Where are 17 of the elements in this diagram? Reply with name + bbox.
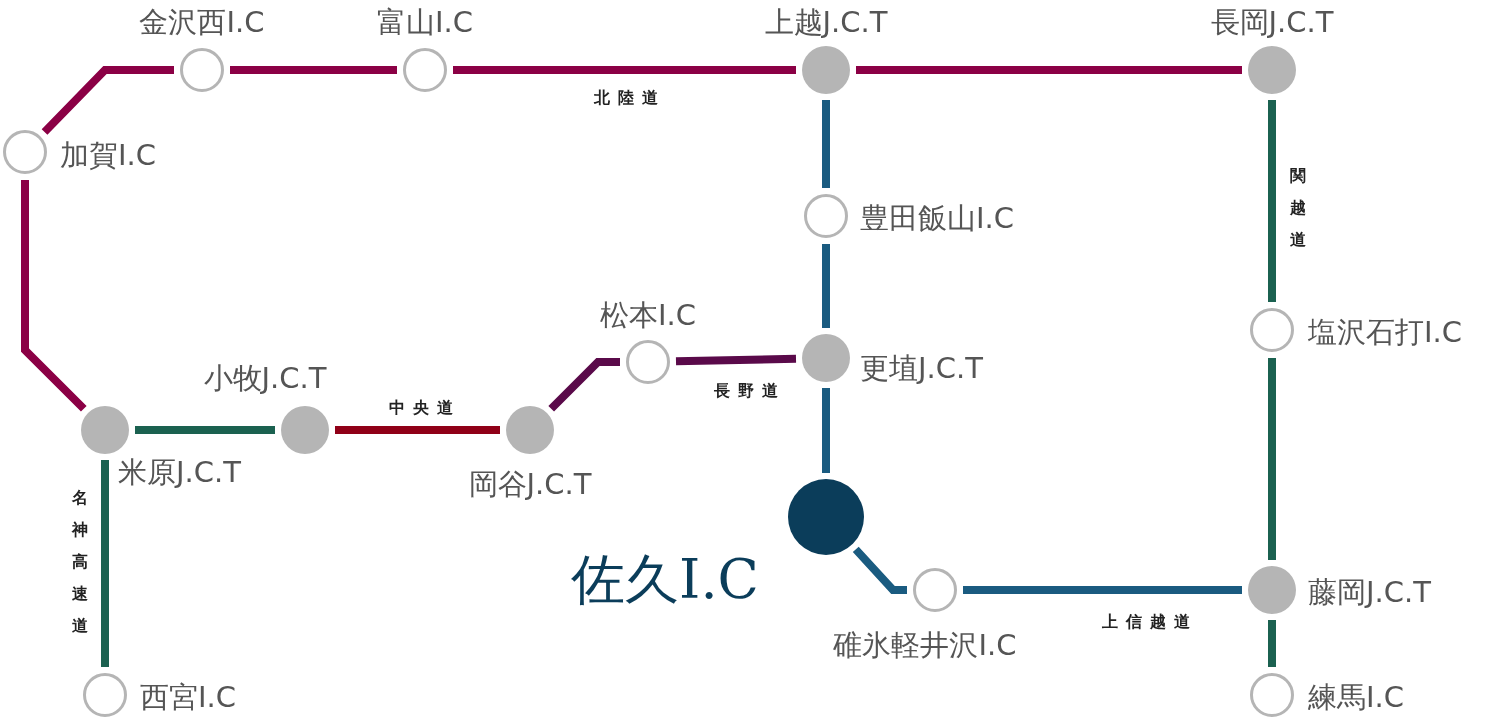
station-name: 豊田飯山I.C (860, 203, 1015, 233)
station-name: 長岡J.C.T (1210, 7, 1334, 37)
station-name: 米原J.C.T (118, 457, 241, 487)
station-name: 練馬I.C (1308, 682, 1405, 712)
station-name: 西宮I.C (140, 682, 237, 712)
station-name: 小牧J.C.T (203, 363, 327, 393)
station-name: 松本I.C (600, 300, 696, 330)
station-name: 藤岡J.C.T (1308, 577, 1431, 607)
station-name: 上越J.C.T (764, 7, 888, 37)
station-name: 塩沢石打I.C (1308, 317, 1463, 347)
station-name: 金沢西I.C (139, 7, 265, 37)
station-name: 佐久I.C (571, 553, 759, 607)
station-name: 岡谷J.C.T (468, 469, 592, 499)
station-name: 碓氷軽井沢I.C (833, 630, 1017, 660)
station-name: 加賀I.C (60, 140, 157, 170)
station-name: 更埴J.C.T (860, 353, 983, 383)
station-name: 富山I.C (377, 7, 473, 37)
